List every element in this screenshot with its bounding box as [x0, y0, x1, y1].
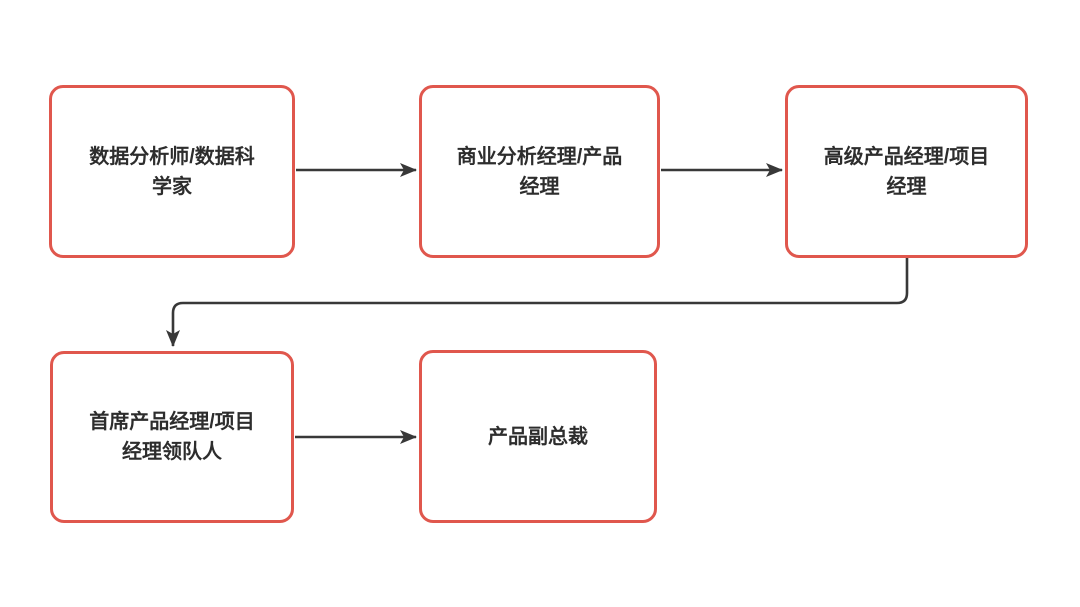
node-label: 数据分析师/数据科 学家	[89, 145, 255, 198]
edge-senior-manager-to-chief-manager	[166, 258, 909, 347]
node-business-analysis-manager-product-manager: 商业分析经理/产品 经理	[419, 85, 660, 258]
node-label: 商业分析经理/产品 经理	[456, 145, 623, 198]
node-label: 产品副总裁	[488, 425, 588, 448]
node-senior-product-manager-project-manager: 高级产品经理/项目 经理	[785, 85, 1028, 258]
node-chief-product-manager-project-lead: 首席产品经理/项目 经理领队人	[50, 351, 294, 523]
node-label: 首席产品经理/项目 经理领队人	[89, 411, 255, 463]
node-vp-of-product: 产品副总裁	[419, 350, 657, 523]
node-data-analyst-data-scientist: 数据分析师/数据科 学家	[49, 85, 295, 258]
node-label: 高级产品经理/项目 经理	[823, 145, 990, 198]
